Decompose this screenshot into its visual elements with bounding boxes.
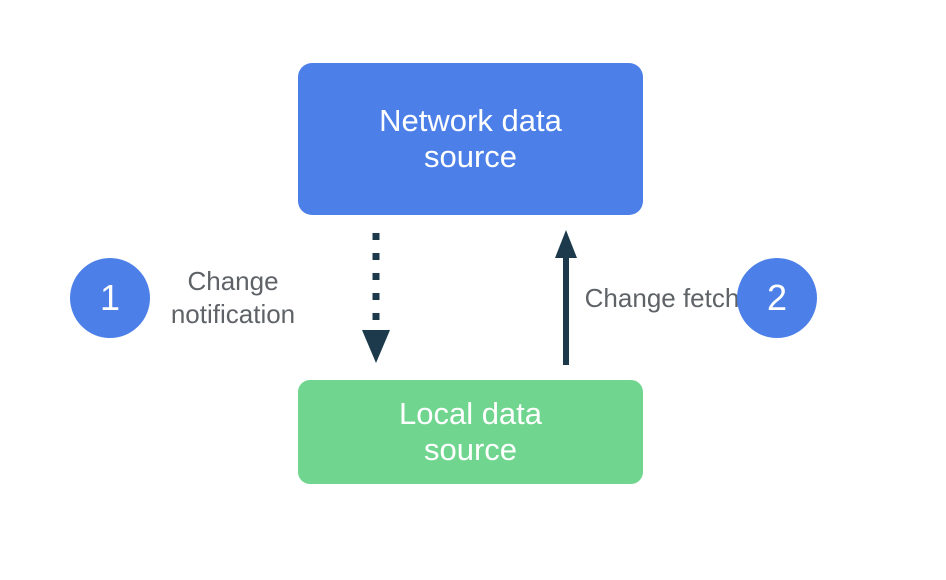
local-data-source-box: Local data source [298,380,643,484]
change-fetch-label: Change fetch [584,282,740,313]
step-1-badge: 1 [70,258,150,338]
network-data-source-box: Network data source [298,63,643,215]
change-fetch-arrow [555,230,577,365]
step-2-number: 2 [766,277,788,318]
step-2-badge: 2 [737,258,817,338]
up-arrowhead-icon [555,230,577,258]
down-arrowhead-icon [362,330,390,363]
step-1-number: 1 [99,277,121,318]
change-notification-label: Change notification [170,266,296,329]
local-data-source-label: Local data source [398,396,543,467]
change-notification-arrow [362,233,390,363]
network-data-source-label: Network data source [379,103,562,174]
